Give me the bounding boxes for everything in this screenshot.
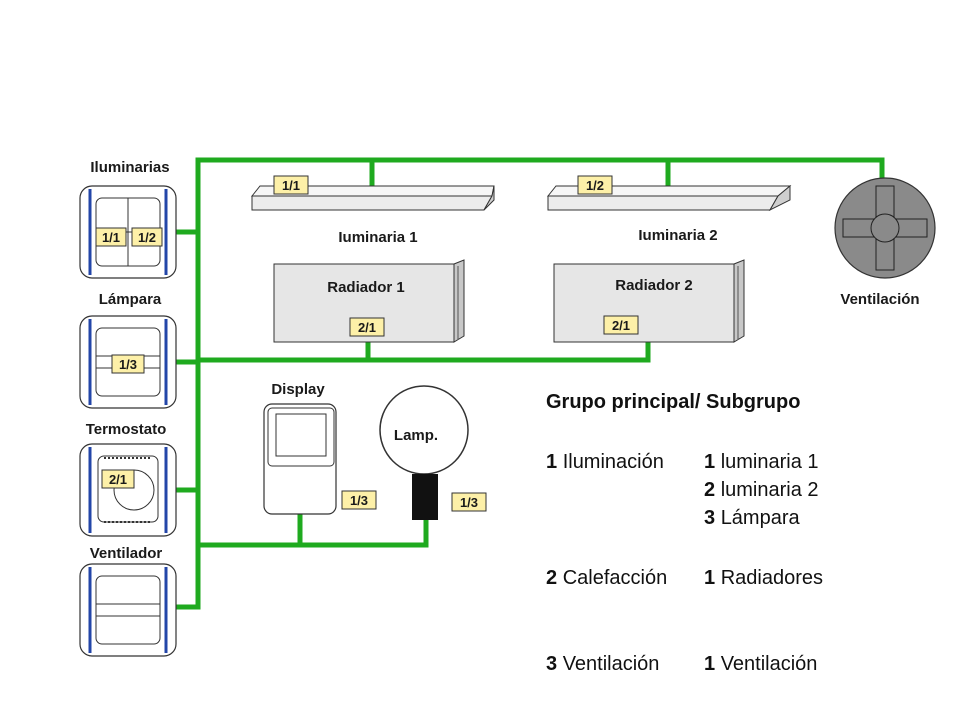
luminaria1-label: Iuminaria 1: [338, 229, 417, 246]
radiador2-unit[interactable]: [553, 259, 745, 343]
legend-group-1-num: 1: [546, 451, 557, 473]
legend-group-2: 2 Calefacción: [546, 567, 667, 589]
iluminarias-label: Iluminarias: [90, 159, 169, 176]
termostato-addr: 2/1: [109, 472, 127, 487]
address-tag: [111, 354, 145, 374]
legend-group-3-name: Ventilación: [563, 653, 660, 675]
address-tag: [451, 492, 487, 512]
legend-sub-1-1: 1 luminaria 1: [704, 451, 819, 473]
iluminarias-addr-right: 1/2: [138, 230, 156, 245]
legend-sub-num: 1: [704, 567, 715, 589]
legend-group-2-num: 2: [546, 567, 557, 589]
address-tag: [131, 227, 163, 247]
fan-icon[interactable]: [834, 177, 936, 279]
address-tag: [341, 490, 377, 510]
ventilador-label: Ventilador: [90, 545, 163, 562]
legend-sub-name: Lámpara: [721, 507, 801, 529]
legend-group-3-num: 3: [546, 653, 557, 675]
display-addr: 1/3: [350, 493, 368, 508]
group-address-legend: Grupo principal/ Subgrupo 1 Iluminación …: [546, 391, 823, 675]
luminaria2-addr: 1/2: [586, 178, 604, 193]
radiador1-addr: 2/1: [358, 320, 376, 335]
legend-sub-1-3: 3 Lámpara: [704, 507, 801, 529]
luminaria1-addr: 1/1: [282, 178, 300, 193]
display-label: Display: [271, 381, 325, 398]
legend-group-2-name: Calefacción: [563, 567, 668, 589]
lampara-addr: 1/3: [119, 357, 137, 372]
legend-sub-1-2: 2 luminaria 2: [704, 479, 819, 501]
ventilacion-label: Ventilación: [840, 291, 919, 308]
lampara-label: Lámpara: [99, 291, 162, 308]
termostato-device[interactable]: [79, 443, 177, 537]
radiador2-label: Radiador 2: [615, 277, 693, 294]
luminaria1-fixture[interactable]: [250, 185, 495, 211]
legend-sub-name: luminaria 1: [721, 451, 819, 473]
termostato-label: Termostato: [86, 421, 167, 438]
address-tag: [273, 175, 309, 195]
lamp-bulb[interactable]: [379, 385, 469, 520]
address-tag: [101, 469, 135, 489]
address-tag: [577, 175, 613, 195]
legend-group-1-name: Iluminación: [563, 451, 664, 473]
address-tag: [349, 317, 385, 337]
ventilador-switch[interactable]: [79, 563, 177, 657]
lamp-label: Lamp.: [394, 427, 438, 444]
legend-group-1: 1 Iluminación: [546, 451, 664, 473]
lamp-addr: 1/3: [460, 495, 478, 510]
address-tag: [603, 315, 639, 335]
legend-sub-name: luminaria 2: [721, 479, 819, 501]
legend-sub-num: 1: [704, 451, 715, 473]
legend-sub-2-1: 1 Radiadores: [704, 567, 823, 589]
bus-lines: [175, 157, 885, 610]
legend-sub-3-1: 1 Ventilación: [704, 653, 817, 675]
iluminarias-addr-left: 1/1: [102, 230, 120, 245]
display-panel[interactable]: [263, 403, 337, 515]
legend-sub-name: Ventilación: [721, 653, 818, 675]
radiador2-addr: 2/1: [612, 318, 630, 333]
luminaria2-label: Iuminaria 2: [638, 227, 717, 244]
legend-group-3: 3 Ventilación: [546, 653, 659, 675]
radiador1-label: Radiador 1: [327, 279, 405, 296]
iluminarias-switch[interactable]: [79, 185, 177, 279]
legend-sub-num: 2: [704, 479, 715, 501]
address-tag: [95, 227, 127, 247]
legend-title: Grupo principal/ Subgrupo: [546, 391, 800, 413]
legend-sub-name: Radiadores: [721, 567, 823, 589]
legend-sub-num: 3: [704, 507, 715, 529]
legend-sub-num: 1: [704, 653, 715, 675]
